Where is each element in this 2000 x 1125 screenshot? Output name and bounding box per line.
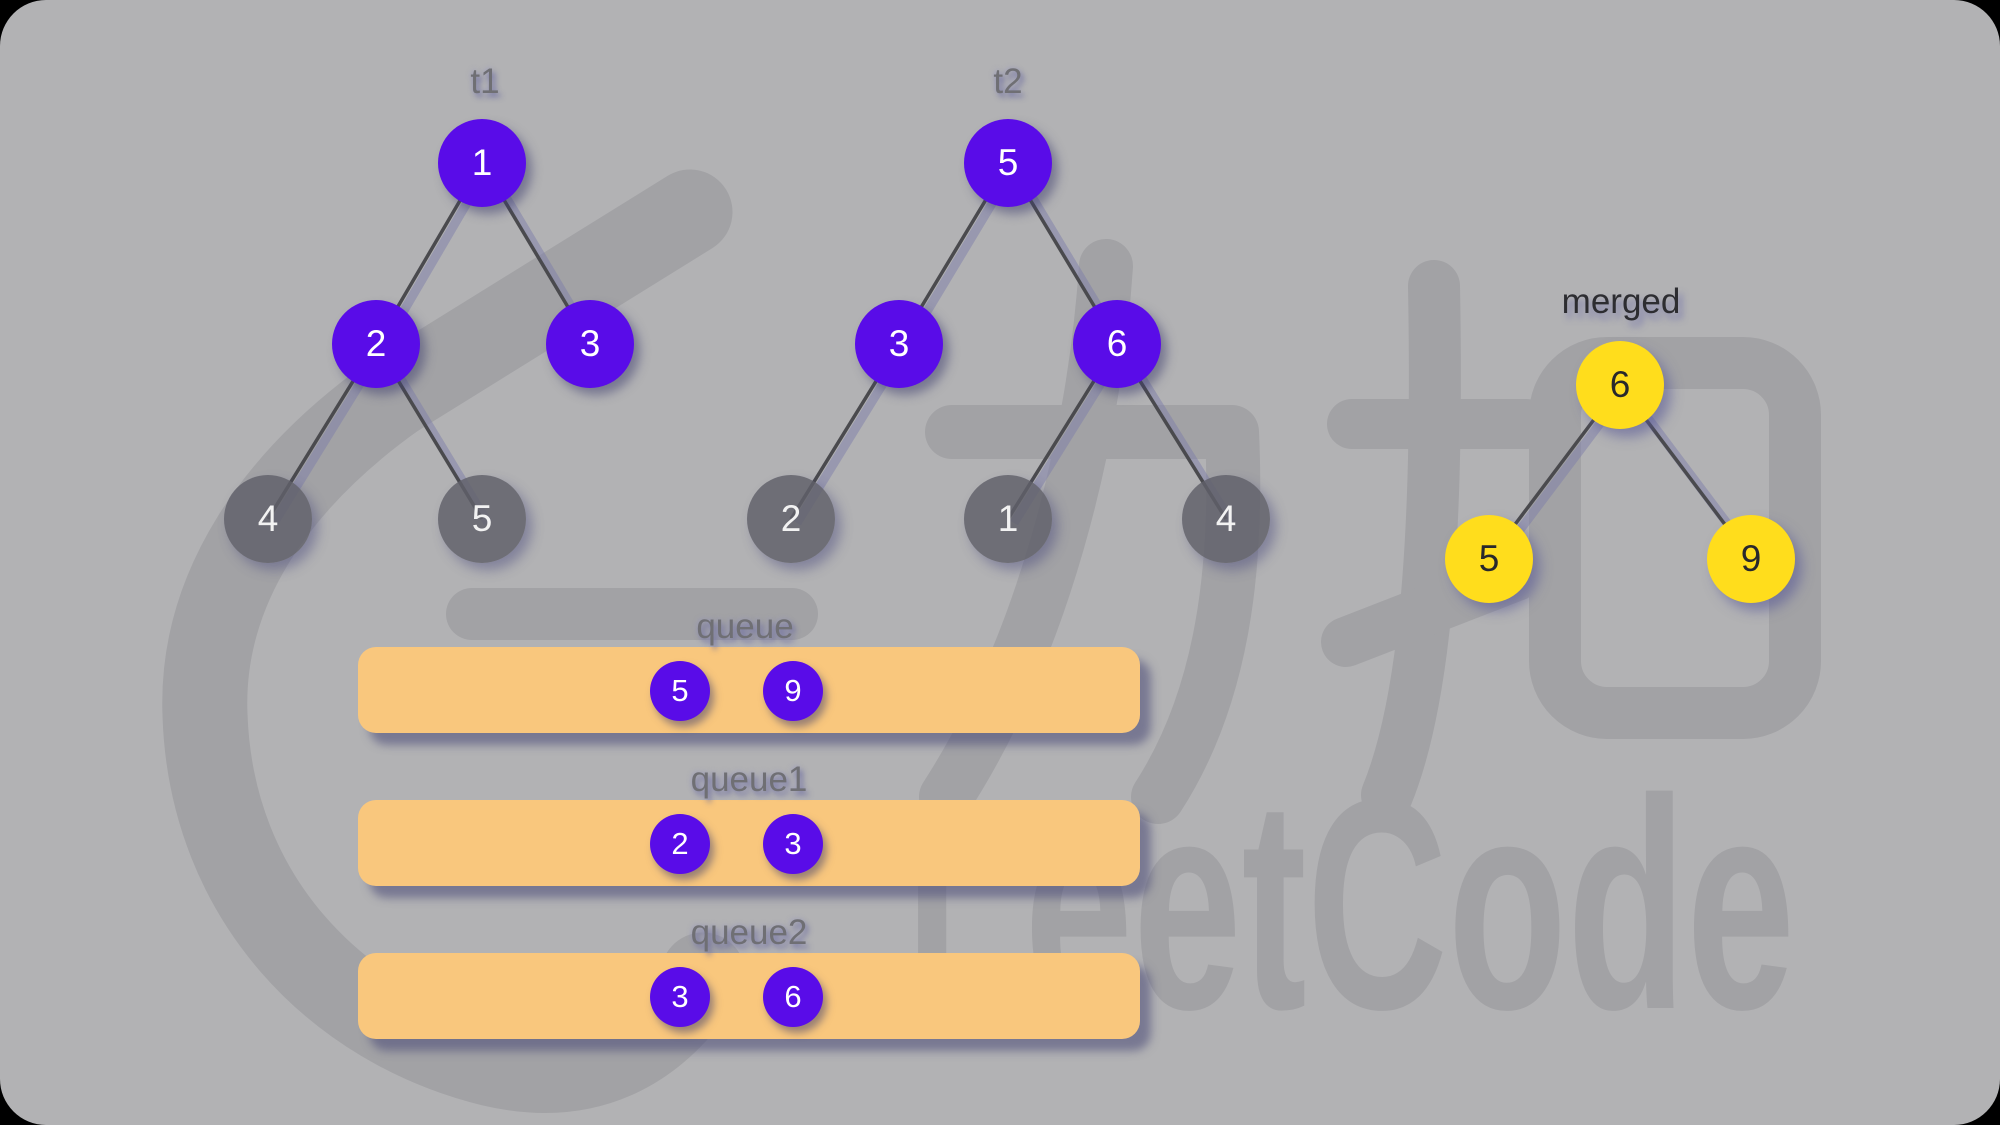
queue-item: 9 xyxy=(763,661,823,721)
tree-node: 4 xyxy=(224,475,312,563)
tree-node: 3 xyxy=(546,300,634,388)
tree-node: 5 xyxy=(1445,515,1533,603)
tree-label-merged: merged xyxy=(1561,282,1681,321)
tree-node: 2 xyxy=(332,300,420,388)
queue-label-queue: queue xyxy=(696,607,794,646)
tree-node: 9 xyxy=(1707,515,1795,603)
tree-node: 1 xyxy=(964,475,1052,563)
queue-item: 3 xyxy=(763,814,823,874)
queue-item: 2 xyxy=(650,814,710,874)
queue-label-queue2: queue2 xyxy=(690,913,808,952)
tree-node: 5 xyxy=(964,119,1052,207)
tree-node: 6 xyxy=(1073,300,1161,388)
tree-node: 2 xyxy=(747,475,835,563)
queue-bar-queue xyxy=(358,647,1140,733)
tree-node: 3 xyxy=(855,300,943,388)
queue-item: 5 xyxy=(650,661,710,721)
tree-node: 4 xyxy=(1182,475,1270,563)
tree-label-t2: t2 xyxy=(993,62,1023,101)
tree-node: 1 xyxy=(438,119,526,207)
tree-label-t1: t1 xyxy=(470,62,500,101)
queue-item: 6 xyxy=(763,967,823,1027)
queue-item: 3 xyxy=(650,967,710,1027)
queue-bar-queue1 xyxy=(358,800,1140,886)
tree-node: 5 xyxy=(438,475,526,563)
queue-bar-queue2 xyxy=(358,953,1140,1039)
tree-node: 6 xyxy=(1576,341,1664,429)
queue-label-queue1: queue1 xyxy=(690,760,808,799)
